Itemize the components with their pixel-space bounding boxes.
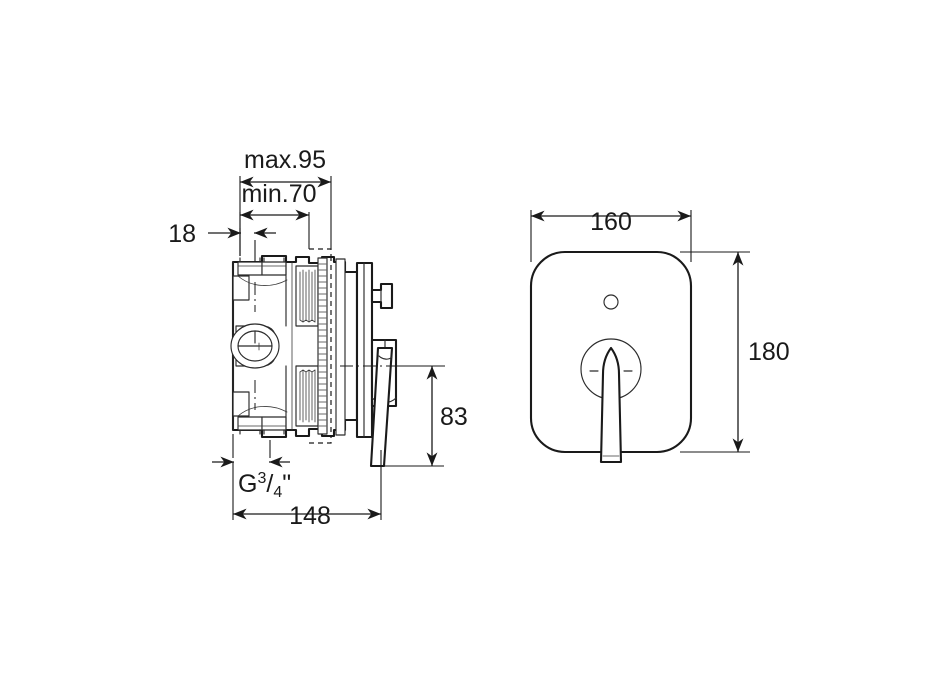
- dim-180-label: 180: [748, 338, 790, 366]
- dim-18-label: 18: [168, 220, 196, 248]
- dim-18: 18: [168, 220, 276, 262]
- dim-148: 148: [232, 450, 382, 530]
- thread-denominator: 4: [273, 484, 282, 501]
- mounting-collar-ribs-lower: [295, 365, 319, 427]
- handle-assembly-side: [369, 338, 398, 468]
- dim-160-label: 160: [590, 208, 632, 236]
- body-shoulder-lower: [237, 406, 288, 417]
- side-section-view: max.95 min.70 18 83: [168, 146, 468, 530]
- dim-83-label: 83: [440, 403, 468, 431]
- front-view: 160 180: [529, 208, 790, 464]
- cartridge-seat-detail: [230, 323, 280, 369]
- thread-suffix: ": [282, 470, 291, 498]
- indicator-screw-hole: [603, 294, 619, 310]
- threaded-spindle: [317, 257, 328, 435]
- stop-sleeve: [335, 258, 346, 436]
- depth-adjust-hidden-bottom: [309, 438, 332, 444]
- dim-max-95: max.95: [239, 146, 332, 256]
- body-shoulder-upper: [237, 275, 288, 286]
- thread-numerator: 3: [257, 470, 266, 487]
- thread-callout: G3/4": [212, 434, 291, 501]
- dim-max-95-label: max.95: [244, 146, 326, 174]
- inlet-port-upper: [232, 275, 250, 301]
- thread-slash: /: [266, 470, 273, 498]
- dim-180: 180: [680, 251, 790, 453]
- dim-min-70: min.70: [239, 180, 317, 256]
- thread-prefix: G: [238, 470, 257, 498]
- dim-160: 160: [530, 208, 692, 262]
- lever-handle-front: [599, 346, 623, 464]
- diverter-knob: [370, 282, 394, 310]
- inlet-port-lower: [232, 391, 250, 417]
- valve-body-section: [230, 248, 359, 444]
- dim-min-70-label: min.70: [241, 180, 316, 208]
- dim-148-label: 148: [289, 502, 331, 530]
- escutcheon-plate-edge: [355, 261, 374, 439]
- thread-callout-text: G3/4": [238, 470, 291, 501]
- dim-83: 83: [384, 365, 468, 467]
- mounting-collar-ribs-upper: [295, 265, 319, 327]
